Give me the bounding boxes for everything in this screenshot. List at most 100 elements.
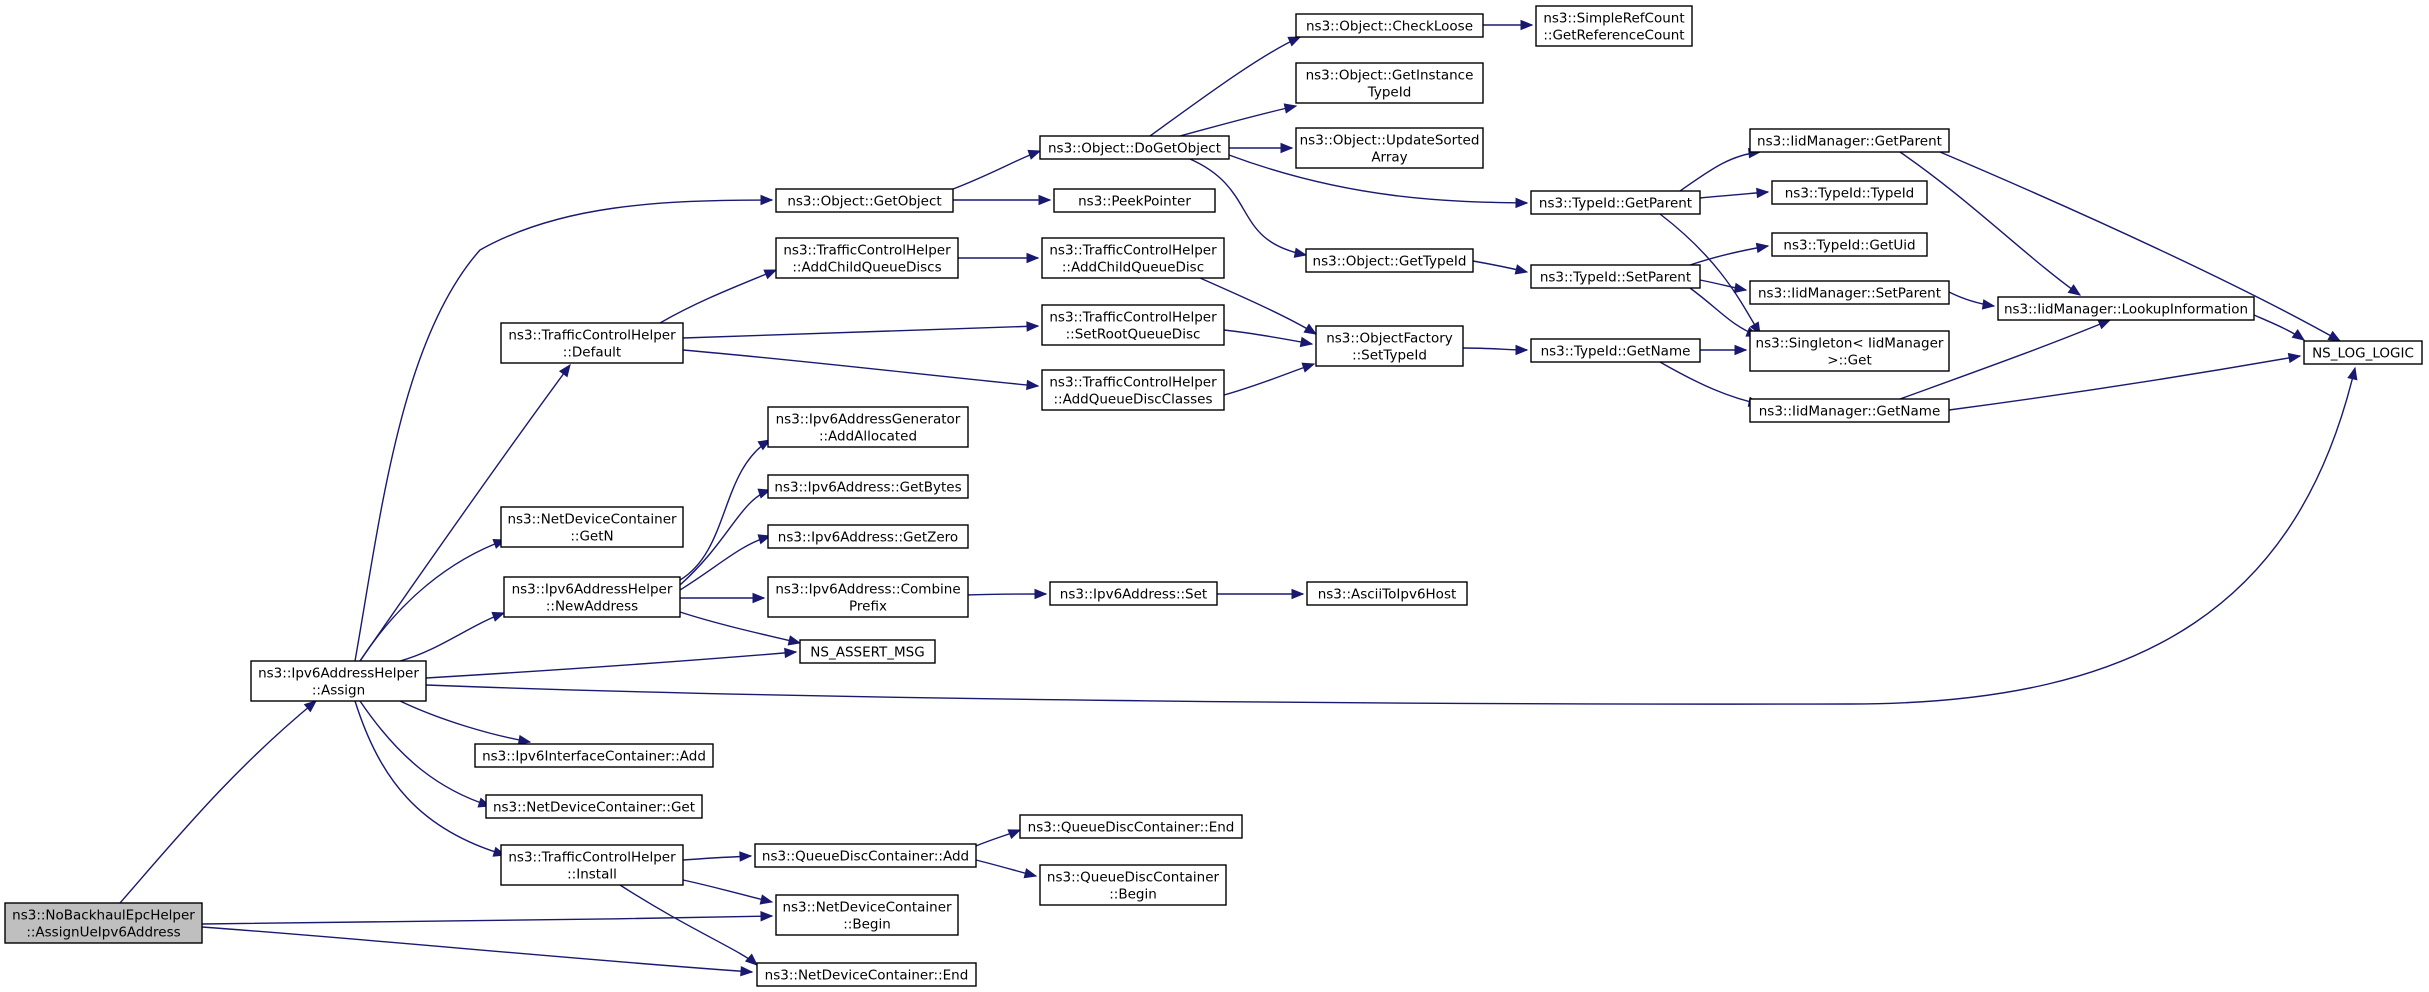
- node-label-line: ns3::Object::GetTypeId: [1313, 254, 1467, 270]
- function-node-qdcBegin[interactable]: ns3::QueueDiscContainer::Begin: [1039, 864, 1227, 906]
- function-node-ndcBegin[interactable]: ns3::NetDeviceContainer::Begin: [775, 894, 959, 936]
- function-node-tidTypeId[interactable]: ns3::TypeId::TypeId: [1771, 180, 1928, 205]
- arrowhead: [1291, 588, 1305, 600]
- call-edge-doGetObject-to-getInstanceTypeId: [1179, 103, 1298, 137]
- function-node-ndcGet[interactable]: ns3::NetDeviceContainer::Get: [485, 794, 703, 819]
- call-edge-addChildQDiscs-to-addChildQDisc: [957, 252, 1040, 264]
- function-node-peekPointer[interactable]: ns3::PeekPointer: [1053, 188, 1216, 213]
- arrowhead: [1280, 142, 1294, 154]
- call-edge-tchDefault-to-addQDiscClasses: [682, 349, 1040, 391]
- node-label-line: ::AddAllocated: [819, 429, 917, 445]
- node-label-line: ns3::TrafficControlHelper: [783, 243, 951, 259]
- function-node-ndcGetN[interactable]: ns3::NetDeviceContainer::GetN: [500, 506, 684, 548]
- function-node-tidSetParent[interactable]: ns3::TypeId::SetParent: [1530, 264, 1701, 289]
- function-node-qdcEnd[interactable]: ns3::QueueDiscContainer::End: [1019, 814, 1243, 839]
- call-edge-tchInstall-to-ndcBegin: [682, 879, 774, 905]
- node-label-line: ns3::Singleton< IidManager: [1756, 336, 1944, 352]
- function-node-newAddress[interactable]: ns3::Ipv6AddressHelper::NewAddress: [503, 576, 681, 618]
- call-edge-assign-to-nsLogLogic: [425, 366, 2358, 705]
- call-edge-getObject-to-doGetObject: [952, 149, 1042, 190]
- function-node-singletonGet[interactable]: ns3::Singleton< IidManager >::Get: [1749, 330, 1950, 372]
- function-node-checkLoose[interactable]: ns3::Object::CheckLoose: [1295, 13, 1484, 38]
- node-label-line: ::AssignUeIpv6Address: [26, 925, 180, 941]
- function-node-assertMsg[interactable]: NS_ASSERT_MSG: [799, 639, 936, 664]
- function-node-tidGetParent[interactable]: ns3::TypeId::GetParent: [1530, 190, 1701, 215]
- function-node-addQDiscClasses[interactable]: ns3::TrafficControlHelper::AddQueueDiscC…: [1041, 369, 1225, 411]
- call-edge-qdcAdd-to-qdcEnd: [975, 829, 1022, 847]
- arrowhead: [1515, 344, 1529, 356]
- node-label-line: ::NewAddress: [546, 599, 638, 615]
- node-label-line: ns3::QueueDiscContainer::Add: [762, 849, 969, 865]
- function-node-root[interactable]: ns3::NoBackhaulEpcHelper::AssignUeIpv6Ad…: [4, 902, 203, 944]
- arrowhead: [1026, 252, 1040, 264]
- function-node-iidGetName[interactable]: ns3::IidManager::GetName: [1749, 398, 1950, 423]
- node-label-line: ns3::IidManager::GetName: [1759, 404, 1941, 420]
- arrowhead: [740, 965, 754, 977]
- call-edge-iidGetParent-to-nsLogLogic: [1939, 151, 2342, 342]
- function-node-addChildQDisc[interactable]: ns3::TrafficControlHelper::AddChildQueue…: [1041, 237, 1225, 279]
- call-edge-root-to-ndcEnd: [201, 926, 754, 977]
- node-box: [767, 406, 969, 448]
- call-edge-qdcAdd-to-qdcBegin: [975, 859, 1038, 879]
- call-edge-doGetObject-to-objGetTypeId: [1189, 158, 1308, 258]
- node-label-line: ns3::TypeId::GetParent: [1539, 196, 1692, 212]
- node-box: [500, 844, 684, 886]
- function-node-tidGetName[interactable]: ns3::TypeId::GetName: [1530, 338, 1701, 363]
- function-node-doGetObject[interactable]: ns3::Object::DoGetObject: [1039, 135, 1230, 160]
- call-edge-tchInstall-to-ndcEnd: [619, 884, 758, 966]
- node-label-line: >::Get: [1827, 353, 1871, 369]
- node-label-line: ns3::Ipv6InterfaceContainer::Add: [482, 749, 706, 765]
- function-node-tchInstall[interactable]: ns3::TrafficControlHelper::Install: [500, 844, 684, 886]
- node-box: [775, 188, 954, 213]
- node-box: [1749, 330, 1950, 372]
- node-label-line: NS_ASSERT_MSG: [810, 645, 924, 661]
- arrowhead: [1520, 19, 1534, 31]
- function-node-ofSetTypeId[interactable]: ns3::ObjectFactory::SetTypeId: [1315, 325, 1464, 367]
- node-box: [1749, 398, 1950, 423]
- arrowhead: [1514, 264, 1529, 275]
- function-node-nsLogLogic[interactable]: NS_LOG_LOGIC: [2303, 340, 2423, 365]
- node-label-line: ns3::TrafficControlHelper: [1049, 375, 1217, 391]
- function-node-tchDefault[interactable]: ns3::TrafficControlHelper::Default: [500, 322, 684, 364]
- node-label-line: ::AddChildQueueDisc: [1062, 260, 1204, 276]
- function-node-objGetTypeId[interactable]: ns3::Object::GetTypeId: [1305, 248, 1474, 273]
- function-node-setRootQDisc[interactable]: ns3::TrafficControlHelper::SetRootQueueD…: [1041, 304, 1225, 346]
- function-node-assign[interactable]: ns3::Ipv6AddressHelper::Assign: [250, 660, 427, 702]
- call-edge-tidSetParent-to-iidSetParent: [1699, 279, 1748, 294]
- arrowhead: [757, 439, 772, 451]
- function-node-lookupInfo[interactable]: ns3::IidManager::LookupInformation: [1997, 296, 2255, 321]
- function-node-getBytes[interactable]: ns3::Ipv6Address::GetBytes: [767, 474, 969, 499]
- function-node-genAddAllocated[interactable]: ns3::Ipv6AddressGenerator::AddAllocated: [767, 406, 969, 448]
- function-node-qdcAdd[interactable]: ns3::QueueDiscContainer::Add: [754, 843, 977, 868]
- function-node-ificAdd[interactable]: ns3::Ipv6InterfaceContainer::Add: [474, 743, 714, 768]
- function-node-ipv6Set[interactable]: ns3::Ipv6Address::Set: [1049, 581, 1218, 606]
- function-node-getObject[interactable]: ns3::Object::GetObject: [775, 188, 954, 213]
- function-node-ndcEnd[interactable]: ns3::NetDeviceContainer::End: [756, 962, 977, 987]
- node-label-line: ns3::IidManager::GetParent: [1757, 134, 1942, 150]
- node-label-line: ::GetN: [570, 529, 613, 545]
- function-node-iidGetParent[interactable]: ns3::IidManager::GetParent: [1749, 128, 1950, 153]
- function-node-simpleRefCount[interactable]: ns3::SimpleRefCount::GetReferenceCount: [1535, 5, 1693, 47]
- node-box: [250, 660, 427, 702]
- node-box: [1749, 280, 1950, 305]
- function-node-addChildQDiscs[interactable]: ns3::TrafficControlHelper::AddChildQueue…: [775, 237, 959, 279]
- function-node-asciiToHost[interactable]: ns3::AsciiToIpv6Host: [1306, 581, 1468, 606]
- node-label-line: ::GetReferenceCount: [1543, 28, 1684, 44]
- function-node-tidGetUid[interactable]: ns3::TypeId::GetUid: [1771, 232, 1928, 257]
- arrowhead: [1755, 242, 1770, 254]
- call-edge-tidGetParent-to-tidTypeId: [1699, 187, 1770, 199]
- node-label-line: ns3::TrafficControlHelper: [1049, 243, 1217, 259]
- node-label-line: ns3::NetDeviceContainer::Get: [493, 800, 695, 816]
- function-node-iidSetParent[interactable]: ns3::IidManager::SetParent: [1749, 280, 1950, 305]
- node-label-line: ns3::Object::DoGetObject: [1048, 141, 1221, 157]
- call-edge-iidSetParent-to-lookupInfo: [1948, 291, 1996, 310]
- node-box: [1295, 62, 1484, 104]
- node-label-line: ns3::Ipv6AddressGenerator: [776, 412, 961, 428]
- node-label-line: ns3::Object::GetObject: [787, 194, 941, 210]
- call-edge-objGetTypeId-to-tidSetParent: [1472, 260, 1529, 275]
- function-node-getZero[interactable]: ns3::Ipv6Address::GetZero: [767, 524, 969, 549]
